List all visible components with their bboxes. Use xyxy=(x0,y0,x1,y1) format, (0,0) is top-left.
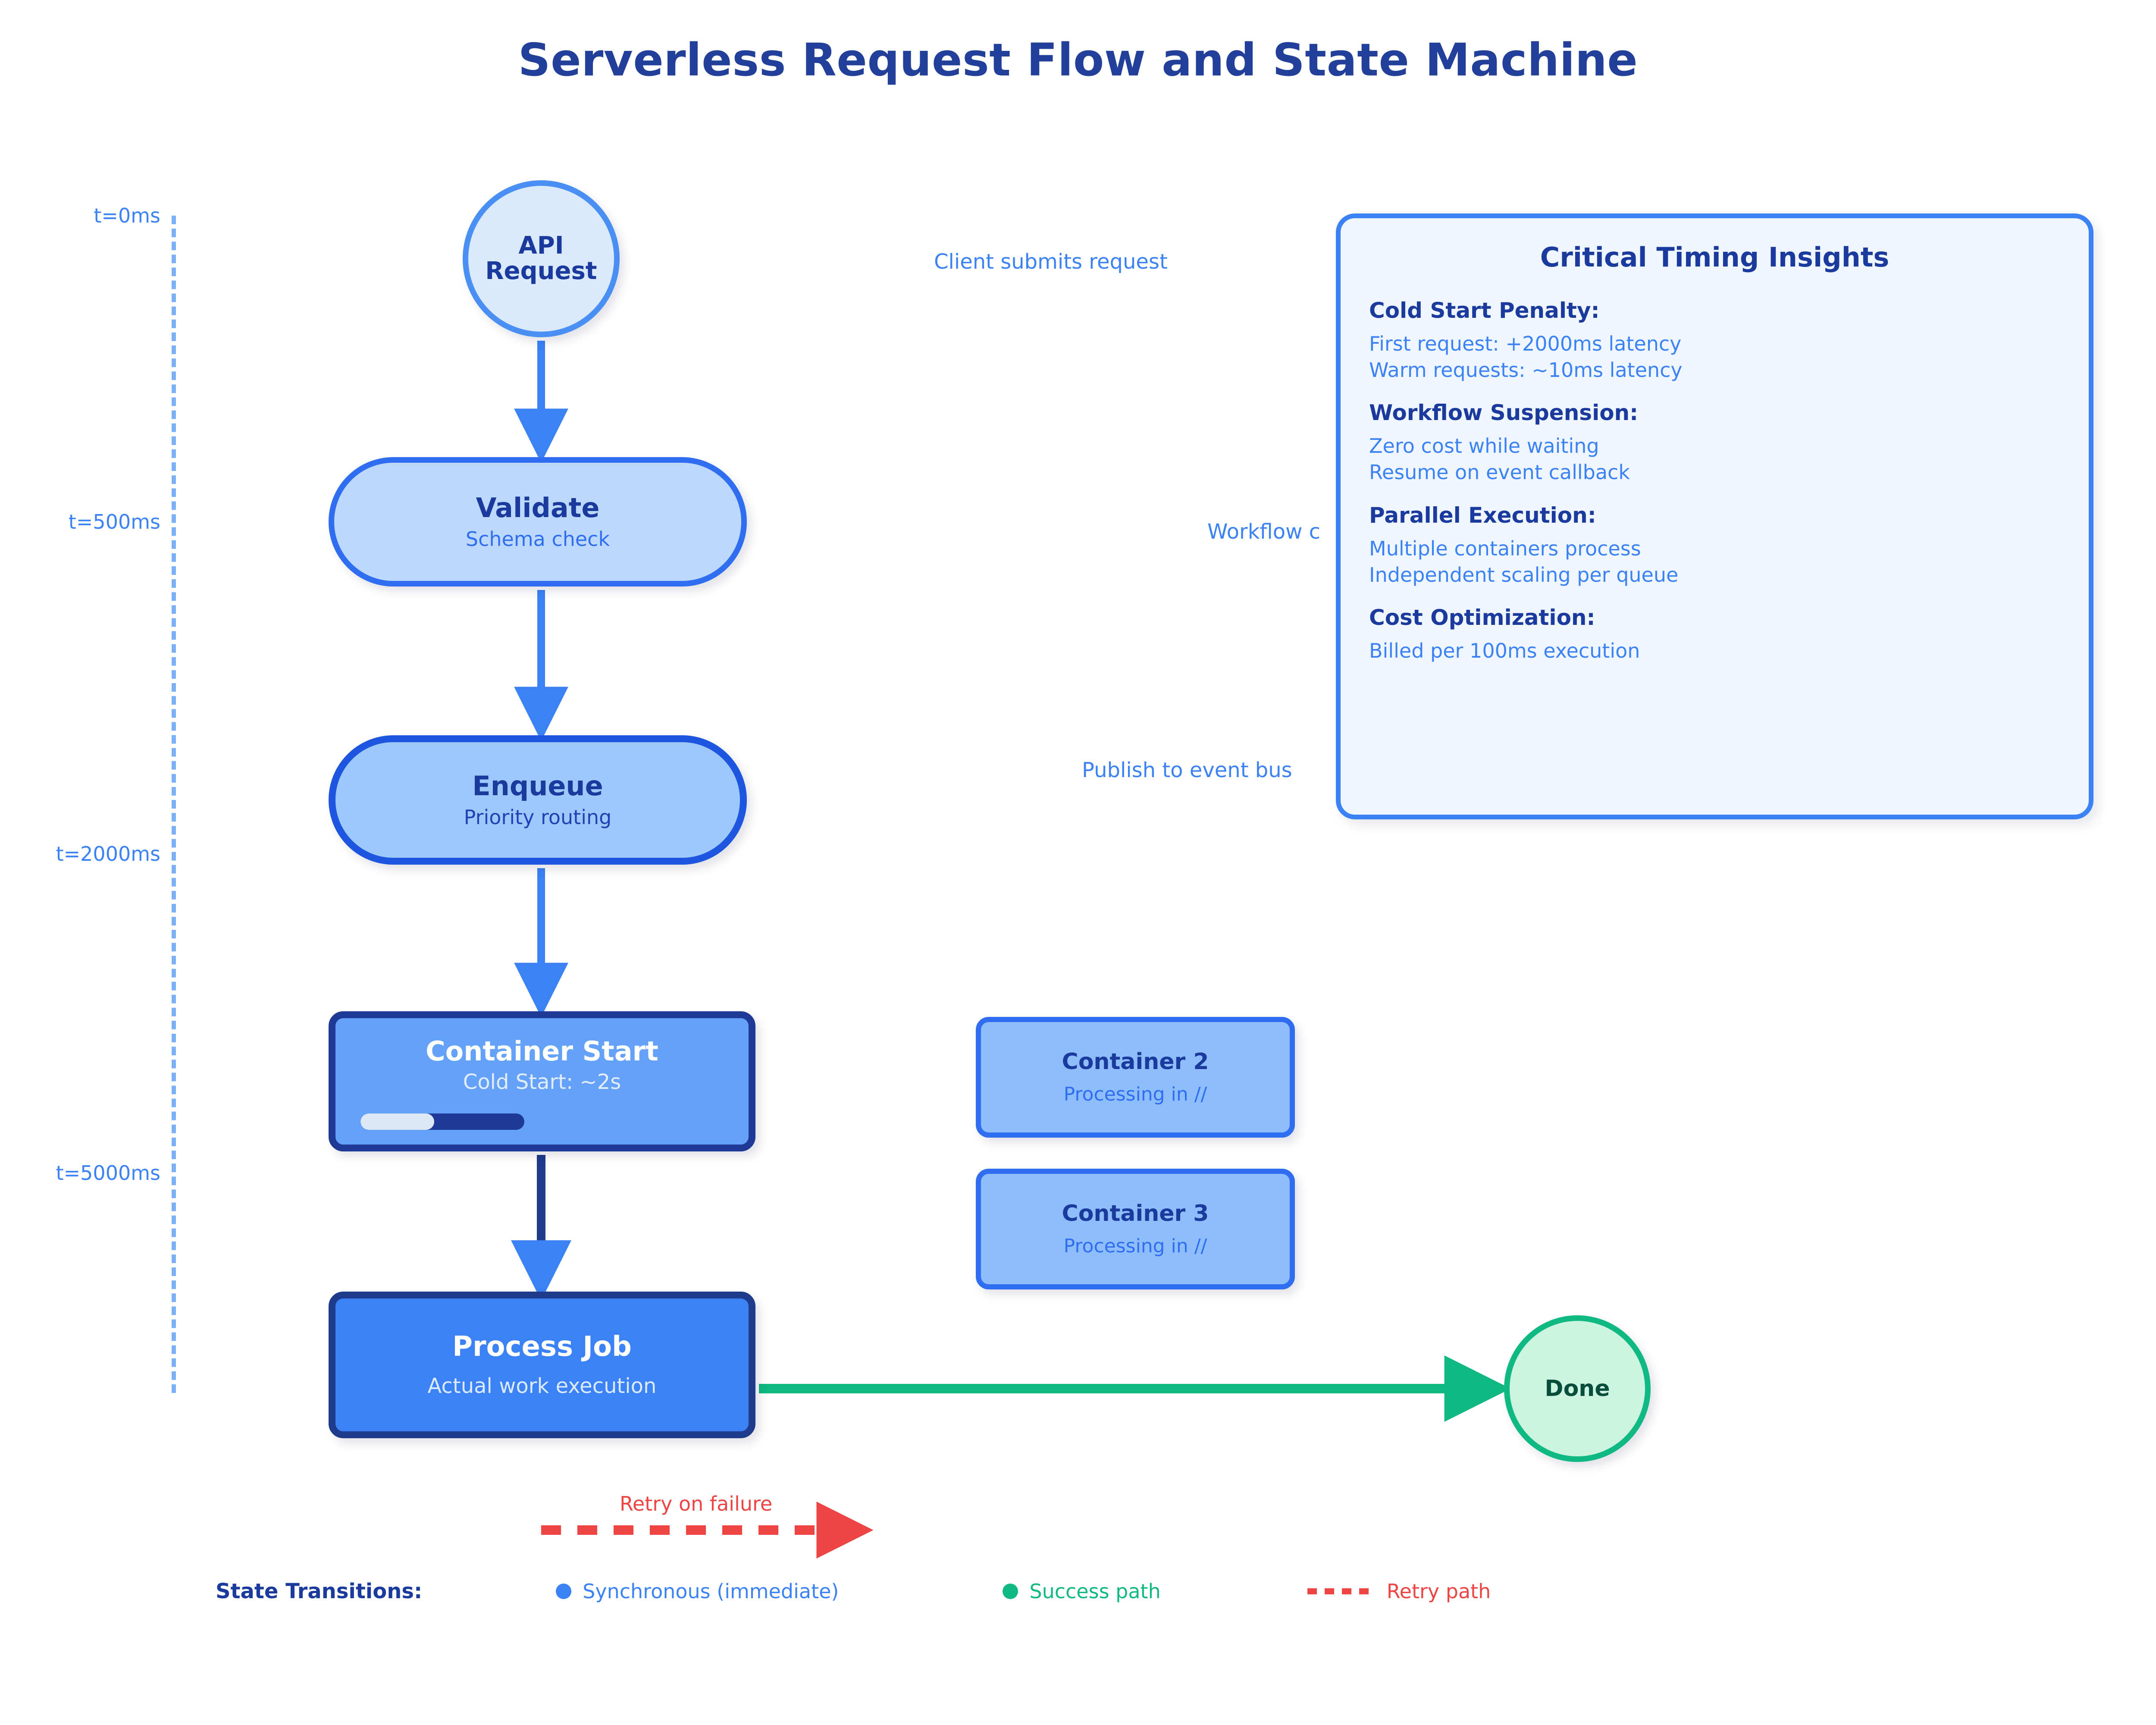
insight-group-line: Warm requests: ~10ms latency xyxy=(1369,358,1683,382)
cold-start-progress-bar xyxy=(360,1113,524,1130)
node-api-request[interactable]: API Request xyxy=(463,180,620,337)
insight-group-line: First request: +2000ms latency xyxy=(1369,332,1682,355)
insight-group-line: Zero cost while waiting xyxy=(1369,434,1599,458)
insight-group-line: Resume on event callback xyxy=(1369,461,1630,484)
node-done-title: Done xyxy=(1545,1375,1610,1402)
node-process-job[interactable]: Process Job Actual work execution xyxy=(329,1292,755,1438)
insights-panel-title: Critical Timing Insights xyxy=(1540,242,1890,273)
node-validate-title: Validate xyxy=(476,492,600,524)
node-enqueue-subtitle: Priority routing xyxy=(464,806,612,829)
node-container-start-subtitle: Cold Start: ~2s xyxy=(463,1070,621,1095)
insights-panel-body: Cold Start Penalty: First request: +2000m… xyxy=(1369,298,2060,664)
timeline-axis xyxy=(172,216,176,1393)
cold-start-progress-fill xyxy=(360,1113,434,1130)
edge-label-publish: Publish to event bus xyxy=(1082,758,1292,782)
legend-dash-icon xyxy=(1307,1588,1372,1594)
timeline-tick-1: t=500ms xyxy=(68,510,160,533)
legend-item-label: Synchronous (immediate) xyxy=(583,1580,839,1603)
insight-group-heading: Parallel Execution: xyxy=(1369,502,1596,528)
legend-item-label: Success path xyxy=(1029,1580,1161,1603)
page-title: Serverless Request Flow and State Machin… xyxy=(518,34,1638,86)
edge-label-retry-on-failure: Retry on failure xyxy=(620,1492,773,1515)
insight-group-1: Workflow Suspension: Zero cost while wait… xyxy=(1369,400,2060,485)
insight-group-heading: Cost Optimization: xyxy=(1369,605,1595,630)
node-container-start[interactable]: Container Start Cold Start: ~2s xyxy=(329,1011,755,1151)
node-enqueue[interactable]: Enqueue Priority routing xyxy=(329,735,747,865)
timeline-tick-3: t=5000ms xyxy=(56,1161,160,1185)
insight-group-line: Billed per 100ms execution xyxy=(1369,639,1640,663)
insight-group-3: Cost Optimization: Billed per 100ms execu… xyxy=(1369,605,2060,664)
legend-title: State Transitions: xyxy=(216,1579,423,1603)
insight-group-line: Multiple containers process xyxy=(1369,536,1641,560)
legend-dot-icon xyxy=(556,1584,572,1599)
edge-label-client-submits: Client submits request xyxy=(934,250,1168,274)
edge-label-workflow: Workflow c xyxy=(1207,520,1321,544)
legend-items: Synchronous (immediate) Success path Retry… xyxy=(422,1580,1491,1603)
node-api-request-title: API Request xyxy=(485,232,597,285)
legend-item-1: Success path xyxy=(1003,1580,1161,1603)
node-container-2-subtitle: Processing in // xyxy=(1063,1083,1207,1106)
legend-item-2: Retry path xyxy=(1307,1580,1491,1603)
node-validate[interactable]: Validate Schema check xyxy=(329,457,747,586)
node-process-job-title: Process Job xyxy=(452,1331,632,1363)
node-container-3-title: Container 3 xyxy=(1062,1200,1209,1226)
node-container-2[interactable]: Container 2 Processing in // xyxy=(976,1017,1295,1138)
node-validate-subtitle: Schema check xyxy=(465,527,610,551)
insight-group-2: Parallel Execution: Multiple containers p… xyxy=(1369,503,2060,588)
node-process-job-subtitle: Actual work execution xyxy=(427,1374,657,1399)
legend-item-0: Synchronous (immediate) xyxy=(556,1580,839,1603)
node-enqueue-title: Enqueue xyxy=(472,770,603,802)
node-container-3[interactable]: Container 3 Processing in // xyxy=(976,1169,1295,1289)
insight-group-heading: Workflow Suspension: xyxy=(1369,400,1639,426)
legend-dot-icon xyxy=(1003,1584,1018,1599)
legend-item-label: Retry path xyxy=(1386,1580,1491,1603)
timeline-tick-2: t=2000ms xyxy=(56,842,160,866)
insight-group-line: Independent scaling per queue xyxy=(1369,563,1679,586)
timeline-tick-0: t=0ms xyxy=(94,204,160,227)
insight-group-0: Cold Start Penalty: First request: +2000m… xyxy=(1369,298,2060,383)
node-container-start-title: Container Start xyxy=(426,1035,658,1067)
critical-timing-insights-panel: Critical Timing Insights Cold Start Pena… xyxy=(1336,213,2093,819)
legend: State Transitions: Synchronous (immediat… xyxy=(216,1578,1491,1604)
node-done[interactable]: Done xyxy=(1504,1315,1651,1462)
node-container-3-subtitle: Processing in // xyxy=(1063,1235,1207,1258)
node-container-2-title: Container 2 xyxy=(1062,1048,1209,1075)
insight-group-heading: Cold Start Penalty: xyxy=(1369,298,1600,323)
